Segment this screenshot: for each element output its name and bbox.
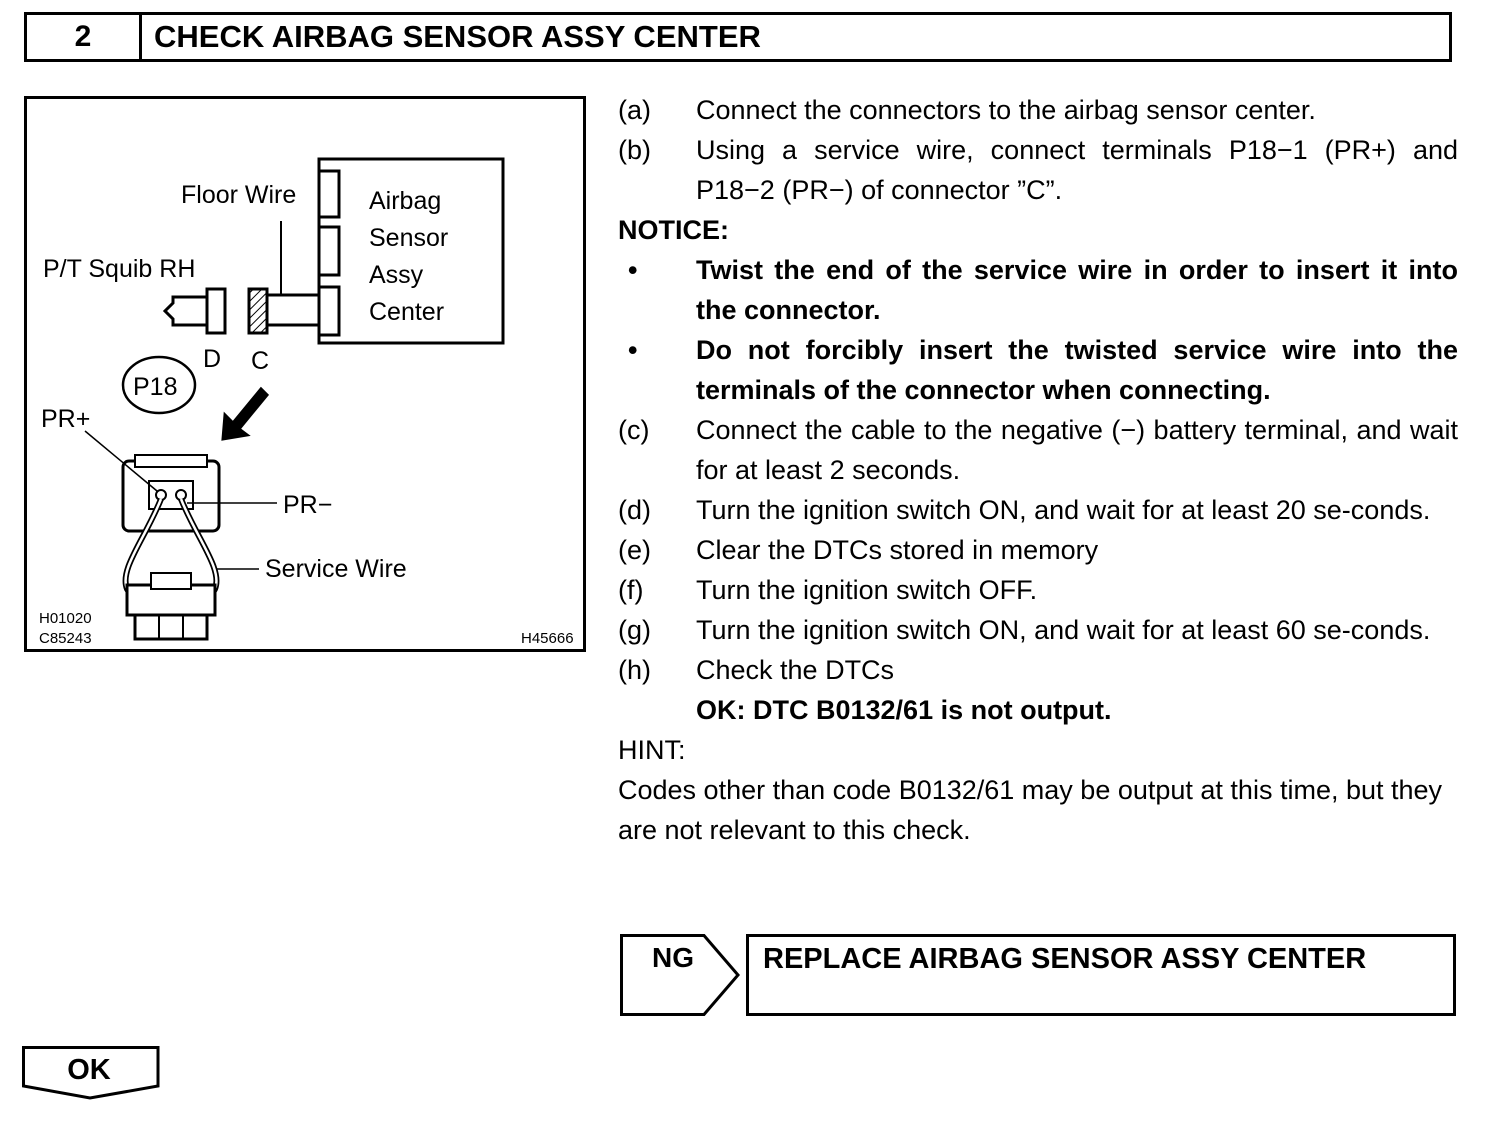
step-text: Turn the ignition switch OFF.: [696, 575, 1038, 605]
diagram-drawing: Floor Wire Airbag Sensor Assy Center P/T…: [39, 157, 574, 647]
step-text: Turn the ignition switch ON, and wait fo…: [696, 495, 1431, 525]
airbag-label-4: Center: [369, 298, 444, 326]
step-label: (d): [618, 495, 651, 525]
connector-c-label: C: [251, 347, 269, 375]
connector-base: [133, 613, 209, 641]
step-row: (c) Connect the cable to the negative (−…: [618, 410, 1458, 490]
step-text: Connect the cable to the negative (−) ba…: [696, 415, 1458, 485]
step-text: Connect the connectors to the airbag sen…: [696, 95, 1316, 125]
hint-text: Codes other than code B0132/61 may be ou…: [618, 775, 1443, 845]
notice-item: • Do not forcibly insert the twisted ser…: [618, 330, 1458, 410]
step-text: Clear the DTCs stored in memory: [696, 535, 1099, 565]
procedure-steps: (a) Connect the connectors to the airbag…: [618, 90, 1458, 850]
step-number: 2: [27, 15, 142, 59]
step-label: (c): [618, 415, 650, 445]
step-row: (b) Using a service wire, connect termin…: [618, 130, 1458, 210]
bullet-symbol: •: [628, 335, 638, 365]
sensor-connector-3: [317, 285, 341, 337]
service-wire-label: Service Wire: [265, 555, 407, 583]
terminal-pr-plus: [155, 489, 167, 501]
step-row: (g) Turn the ignition switch ON, and wai…: [618, 610, 1458, 650]
ok-label: OK: [67, 1054, 111, 1086]
step-label: (a): [618, 95, 651, 125]
connector-id-label: P18: [133, 373, 177, 401]
connector-d: [205, 287, 227, 335]
step-text: Check the DTCs: [696, 655, 895, 685]
notice-heading: NOTICE:: [618, 215, 729, 245]
hint-heading: HINT:: [618, 735, 686, 765]
step-row: (a) Connect the connectors to the airbag…: [618, 90, 1458, 130]
ng-arrow-box: [620, 934, 740, 1016]
ok-result: OK: DTC B0132/61 is not output.: [696, 695, 1112, 725]
direction-arrow: [221, 386, 270, 441]
ng-action-text: REPLACE AIRBAG SENSOR ASSY CENTER: [763, 943, 1367, 975]
notice-text: Do not forcibly insert the twisted servi…: [696, 335, 1458, 405]
step-label: (b): [618, 135, 651, 165]
ng-action-box: REPLACE AIRBAG SENSOR ASSY CENTER: [746, 934, 1456, 1016]
step-row: (d) Turn the ignition switch ON, and wai…: [618, 490, 1458, 530]
squib-plug: [162, 295, 207, 327]
floor-wire-label: Floor Wire: [181, 181, 296, 209]
figure-code-3: H45666: [521, 630, 574, 647]
bullet-symbol: •: [628, 255, 638, 285]
notice-text: Twist the end of the service wire in ord…: [696, 255, 1458, 325]
ok-arrow-box: [22, 1046, 160, 1100]
connector-diagram: Floor Wire Airbag Sensor Assy Center P/T…: [24, 96, 586, 652]
step-title: CHECK AIRBAG SENSOR ASSY CENTER: [154, 19, 761, 54]
step-label: (f): [618, 575, 644, 605]
figure-code-1: H01020: [39, 610, 92, 627]
step-label: (e): [618, 535, 651, 565]
sensor-connector-2: [317, 225, 341, 277]
step-text: Turn the ignition switch ON, and wait fo…: [696, 615, 1431, 645]
ng-label: NG: [652, 942, 694, 973]
airbag-label-1: Airbag: [369, 187, 441, 215]
harness-segment: [265, 293, 321, 327]
terminal-pr-minus: [175, 489, 187, 501]
step-text: Using a service wire, connect terminals …: [696, 135, 1458, 205]
sensor-connector-1: [317, 169, 341, 219]
airbag-label-3: Assy: [369, 261, 424, 289]
ok-result-row: OK: DTC B0132/61 is not output.: [618, 690, 1458, 730]
pt-squib-label: P/T Squib RH: [43, 255, 195, 283]
pr-minus-label: PR−: [283, 491, 332, 519]
pr-plus-label: PR+: [41, 405, 90, 433]
connector-latch: [134, 454, 208, 468]
figure-code-2: C85243: [39, 630, 92, 647]
step-label: (h): [618, 655, 651, 685]
p18-ellipse: [121, 355, 197, 415]
connector-c: [247, 287, 269, 335]
step-row: (f) Turn the ignition switch OFF.: [618, 570, 1458, 610]
step-row: (e) Clear the DTCs stored in memory: [618, 530, 1458, 570]
notice-item: • Twist the end of the service wire in o…: [618, 250, 1458, 330]
step-row: (h) Check the DTCs: [618, 650, 1458, 690]
connector-d-label: D: [203, 345, 221, 373]
airbag-label-2: Sensor: [369, 224, 448, 252]
step-label: (g): [618, 615, 651, 645]
pr-plus-leader: [84, 430, 158, 492]
step-header: 2 CHECK AIRBAG SENSOR ASSY CENTER: [24, 12, 1452, 62]
